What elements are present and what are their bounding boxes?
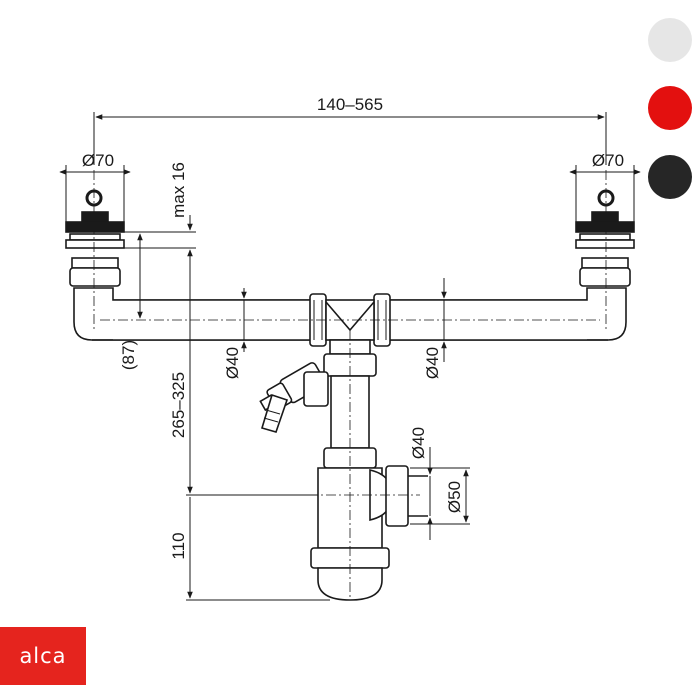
dim-left-outlet-diameter: Ø70 bbox=[82, 151, 114, 170]
dimension-lines bbox=[59, 112, 641, 601]
logo-text: alca bbox=[19, 644, 67, 668]
dim-total-height: 265–325 bbox=[169, 372, 188, 438]
alca-logo: alca bbox=[0, 627, 86, 685]
dim-right-outlet-diameter: Ø70 bbox=[592, 151, 624, 170]
strainer-plug-icon bbox=[575, 189, 635, 287]
dim-outlet-to-axis: (87) bbox=[119, 340, 138, 370]
dim-outlet-distance: 140–565 bbox=[317, 95, 383, 114]
dim-drain-diameter: Ø40 bbox=[409, 427, 428, 459]
strainer-plug-icon bbox=[65, 189, 125, 287]
color-swatch-red[interactable] bbox=[648, 86, 692, 130]
dim-right-pipe-diameter: Ø40 bbox=[423, 347, 442, 379]
dim-left-pipe-diameter: Ø40 bbox=[223, 347, 242, 379]
dim-trap-height: 110 bbox=[169, 532, 188, 559]
color-swatch-white[interactable] bbox=[648, 18, 692, 62]
dim-max-thickness: max 16 bbox=[169, 162, 188, 218]
color-swatch-black[interactable] bbox=[648, 155, 692, 199]
dim-side-connection-diameter: Ø50 bbox=[445, 481, 464, 513]
